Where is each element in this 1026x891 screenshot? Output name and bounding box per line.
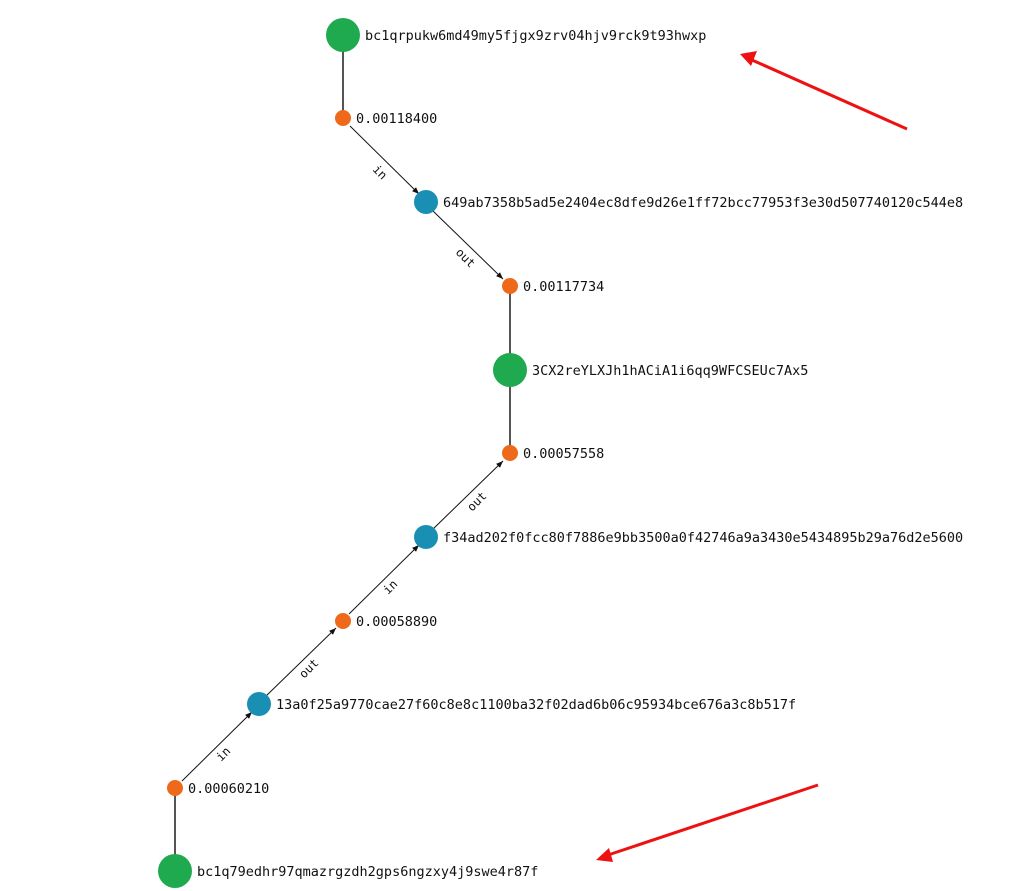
address-label: bc1qrpukw6md49my5fjgx9zrv04hjv9rck9t93hw… xyxy=(365,28,706,44)
amount-node-4[interactable]: 0.00058890 xyxy=(335,613,437,630)
amount-node-dot[interactable] xyxy=(502,445,518,461)
transaction-label: f34ad202f0fcc80f7886e9bb3500a0f42746a9a3… xyxy=(443,530,963,546)
transaction-node-dot[interactable] xyxy=(414,190,438,214)
transaction-node-2[interactable]: f34ad202f0fcc80f7886e9bb3500a0f42746a9a3… xyxy=(414,525,963,549)
edge-tx-3-to-amount-4 xyxy=(264,627,337,698)
amount-label: 0.00057558 xyxy=(523,446,604,462)
amount-node-2[interactable]: 0.00117734 xyxy=(502,278,604,295)
red-arrow-shaft xyxy=(751,58,908,131)
edge-tx-2-to-amount-3 xyxy=(431,460,504,531)
amount-node-3[interactable]: 0.00057558 xyxy=(502,445,604,462)
edge-amount-4-to-tx-2 xyxy=(348,544,420,615)
address-label: 3CX2reYLXJh1hACiA1i6qq9WFCSEUc7Ax5 xyxy=(532,363,808,379)
amount-node-5[interactable]: 0.00060210 xyxy=(167,780,269,797)
address-node-top[interactable]: bc1qrpukw6md49my5fjgx9zrv04hjv9rck9t93hw… xyxy=(326,18,706,52)
transaction-node-dot[interactable] xyxy=(247,692,271,716)
red-arrow-bottom xyxy=(596,783,819,862)
amount-label: 0.00118400 xyxy=(356,111,437,127)
amount-node-dot[interactable] xyxy=(335,613,351,629)
transaction-node-1[interactable]: 649ab7358b5ad5e2404ec8dfe9d26e1ff72bcc77… xyxy=(414,190,963,214)
amount-node-dot[interactable] xyxy=(167,780,183,796)
edge-label-in: in xyxy=(370,162,390,182)
edges: in out out in out in xyxy=(174,35,511,871)
amount-label: 0.00117734 xyxy=(523,279,604,295)
amount-node-1[interactable]: 0.00118400 xyxy=(335,110,437,127)
address-node-mid[interactable]: 3CX2reYLXJh1hACiA1i6qq9WFCSEUc7Ax5 xyxy=(493,353,808,387)
address-node-bottom[interactable]: bc1q79edhr97qmazrgzdh2gps6ngzxy4j9swe4r8… xyxy=(158,854,538,888)
nodes: bc1qrpukw6md49my5fjgx9zrv04hjv9rck9t93hw… xyxy=(158,18,963,888)
amount-label: 0.00058890 xyxy=(356,614,437,630)
transaction-label: 13a0f25a9770cae27f60c8e8c1100ba32f02dad6… xyxy=(276,697,796,713)
transaction-node-3[interactable]: 13a0f25a9770cae27f60c8e8c1100ba32f02dad6… xyxy=(247,692,796,716)
annotations xyxy=(596,51,908,862)
address-label: bc1q79edhr97qmazrgzdh2gps6ngzxy4j9swe4r8… xyxy=(197,864,538,880)
address-node-dot[interactable] xyxy=(158,854,192,888)
edge-label-out: out xyxy=(464,489,489,514)
edge-amount-1-to-tx-1 xyxy=(349,125,420,195)
red-arrow-shaft xyxy=(607,783,819,857)
red-arrow-head xyxy=(740,51,757,66)
amount-node-dot[interactable] xyxy=(335,110,351,126)
edge-label-out: out xyxy=(296,656,321,681)
red-arrow-head xyxy=(596,848,613,862)
address-node-dot[interactable] xyxy=(493,353,527,387)
edge-amount-5-to-tx-3 xyxy=(181,711,253,782)
amount-label: 0.00060210 xyxy=(188,781,269,797)
edge-tx-1-to-amount-2 xyxy=(432,210,504,280)
transaction-label: 649ab7358b5ad5e2404ec8dfe9d26e1ff72bcc77… xyxy=(443,195,963,211)
red-arrow-top xyxy=(740,51,908,131)
transaction-node-dot[interactable] xyxy=(414,525,438,549)
amount-node-dot[interactable] xyxy=(502,278,518,294)
address-node-dot[interactable] xyxy=(326,18,360,52)
edge-label-out: out xyxy=(453,245,478,270)
